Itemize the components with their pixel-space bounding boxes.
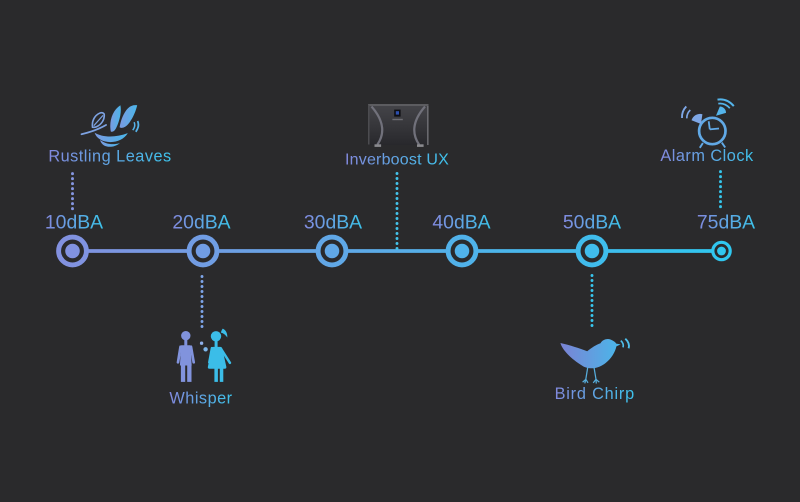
svg-text:75dBA: 75dBA: [697, 211, 755, 233]
svg-text:20dBA: 20dBA: [172, 211, 230, 233]
svg-text:10dBA: 10dBA: [45, 211, 103, 233]
svg-text:50dBA: 50dBA: [563, 211, 621, 233]
svg-text:Bird Chirp: Bird Chirp: [555, 385, 635, 403]
svg-text:Alarm Clock: Alarm Clock: [660, 147, 754, 165]
svg-text:Inverboost UX: Inverboost UX: [345, 152, 449, 169]
svg-text:30dBA: 30dBA: [304, 211, 362, 233]
svg-text:40dBA: 40dBA: [432, 211, 490, 233]
svg-text:Whisper: Whisper: [169, 389, 232, 407]
svg-text:Rustling Leaves: Rustling Leaves: [48, 148, 171, 166]
